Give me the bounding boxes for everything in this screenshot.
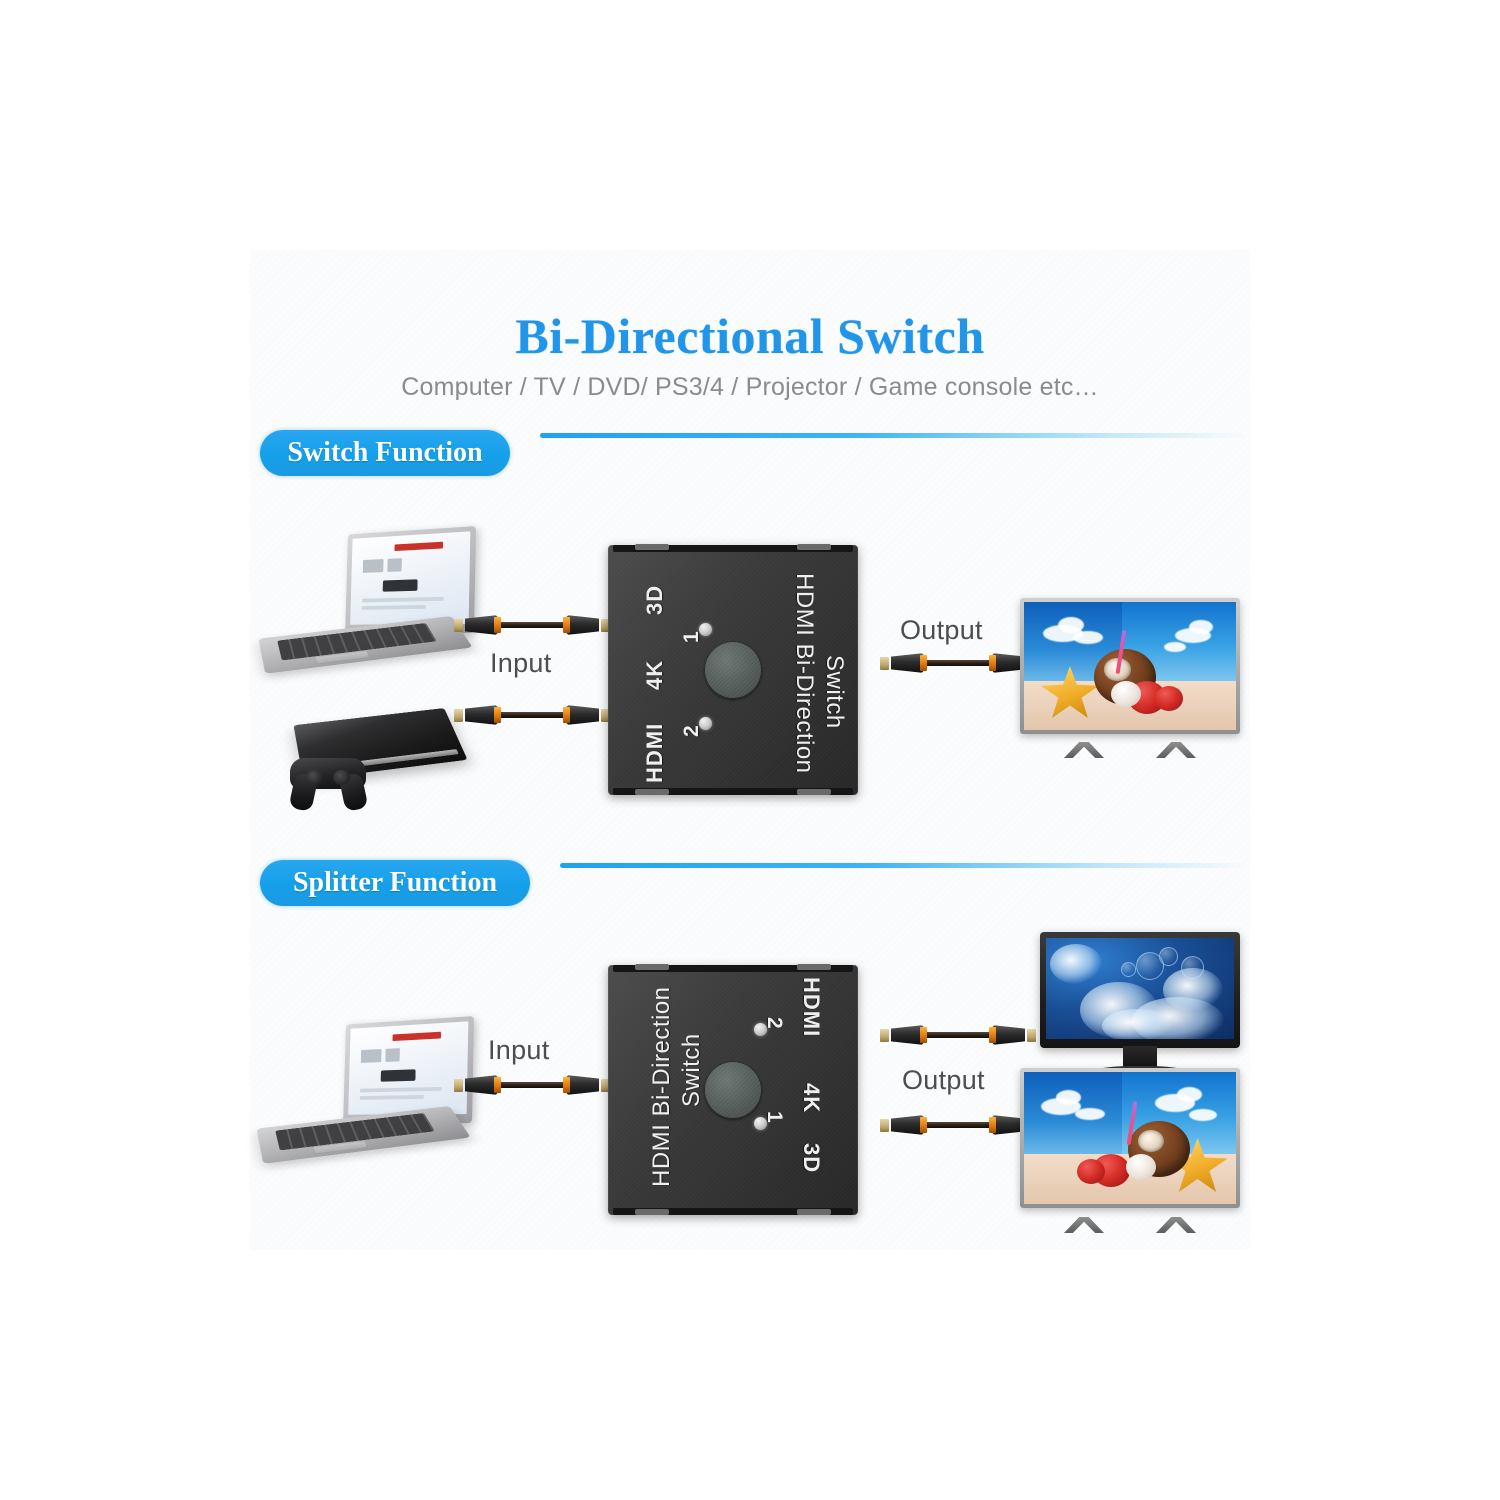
device-led-2-bottom [754, 1023, 767, 1036]
tv-lychee-peeled [1110, 681, 1141, 708]
heading-rule [560, 863, 1250, 868]
hdmi-cable-input-splitter [452, 1072, 612, 1098]
section-heading-splitter: Splitter Function [260, 860, 1250, 906]
laptop-screen [350, 531, 471, 625]
splitter-function-pill: Splitter Function [260, 860, 530, 906]
tv-screen-beach-mirrored [1024, 1072, 1236, 1204]
device-spec-hdmi-bottom: HDMI [799, 977, 824, 1038]
device-lip-top [613, 544, 853, 552]
section-heading-switch: Switch Function [260, 430, 1250, 476]
source-game-console [288, 698, 468, 812]
tv-lychee-peeled [1125, 1153, 1156, 1180]
display-monitor-splitter [1040, 932, 1240, 1079]
switch-function-label: Switch Function [287, 437, 483, 468]
page-header: Bi-Directional Switch Computer / TV / DV… [250, 310, 1250, 402]
heading-rule [540, 433, 1250, 438]
page-subtitle: Computer / TV / DVD/ PS3/4 / Projector /… [401, 372, 1099, 401]
hdmi-cable-input-1 [452, 612, 612, 638]
device-led-1-bottom [754, 1117, 767, 1130]
splitter-function-label: Splitter Function [292, 867, 498, 898]
tv-sky [1024, 1072, 1236, 1154]
device-spec-hdmi-top: HDMI [642, 722, 667, 783]
hdmi-cable-output-2 [878, 1112, 1038, 1138]
tv-bezel [1020, 1068, 1240, 1208]
console-gamepad [288, 758, 368, 812]
gamepad-stick-left [305, 770, 323, 785]
tv-screen-beach [1024, 602, 1236, 730]
device-lip-bottom [613, 1208, 853, 1215]
hdmi-cable-output-switch [878, 650, 1038, 676]
tv-leg-right [1156, 1217, 1196, 1233]
switch-function-pill: Switch Function [260, 430, 510, 476]
tv-leg-right [1156, 742, 1196, 758]
device-spec-3d-top: 3D [642, 584, 667, 615]
tv-bezel [1020, 598, 1240, 734]
device-brand-line1-bottom: HDMI Bi-Direction [648, 986, 675, 1187]
output-label-switch: Output [900, 615, 983, 645]
tv-leg-left [1064, 742, 1104, 758]
display-tv-splitter [1020, 1068, 1240, 1233]
device-brand-line2-bottom: Switch [678, 1033, 705, 1107]
device-spec-4k-bottom: 4K [799, 1083, 824, 1114]
laptop-screen [348, 1021, 469, 1115]
monitor-neck [1123, 1046, 1157, 1068]
source-laptop-switch [258, 525, 492, 685]
device-led-2-top [699, 717, 712, 730]
page-title: Bi-Directional Switch [515, 308, 985, 364]
device-brand-line1-top: HDMI Bi-Direction [791, 573, 818, 774]
tv-leg-left [1064, 1217, 1104, 1233]
device-lip-top [613, 964, 853, 972]
device-mode-button-bottom[interactable] [704, 1061, 762, 1119]
output-label-splitter: Output [902, 1065, 985, 1095]
monitor-screen-abstract [1046, 938, 1234, 1039]
infographic-panel: Bi-Directional Switch Computer / TV / DV… [250, 250, 1250, 1250]
gamepad-stick-right [333, 770, 351, 785]
input-label-switch: Input [490, 648, 552, 678]
hdmi-switch-device-bottom: HDMI Bi-Direction Switch 2 1 HDMI 4K 3D [608, 964, 858, 1215]
device-brand-line2-top: Switch [821, 655, 848, 729]
device-lip-bottom [613, 788, 853, 795]
display-tv-switch [1020, 598, 1240, 758]
hdmi-switch-device-top: 3D 4K HDMI 1 2 HDMI Bi-Direction Switch [608, 544, 858, 795]
device-mode-button-top[interactable] [704, 641, 762, 699]
monitor-bezel [1040, 932, 1240, 1048]
device-spec-4k-top: 4K [642, 659, 667, 690]
hdmi-cable-input-2 [452, 702, 612, 728]
input-label-splitter: Input [488, 1035, 550, 1065]
hdmi-cable-output-1 [878, 1022, 1038, 1048]
device-led-1-top [699, 623, 712, 636]
laptop-lid [343, 1016, 475, 1123]
device-spec-3d-bottom: 3D [799, 1143, 824, 1174]
